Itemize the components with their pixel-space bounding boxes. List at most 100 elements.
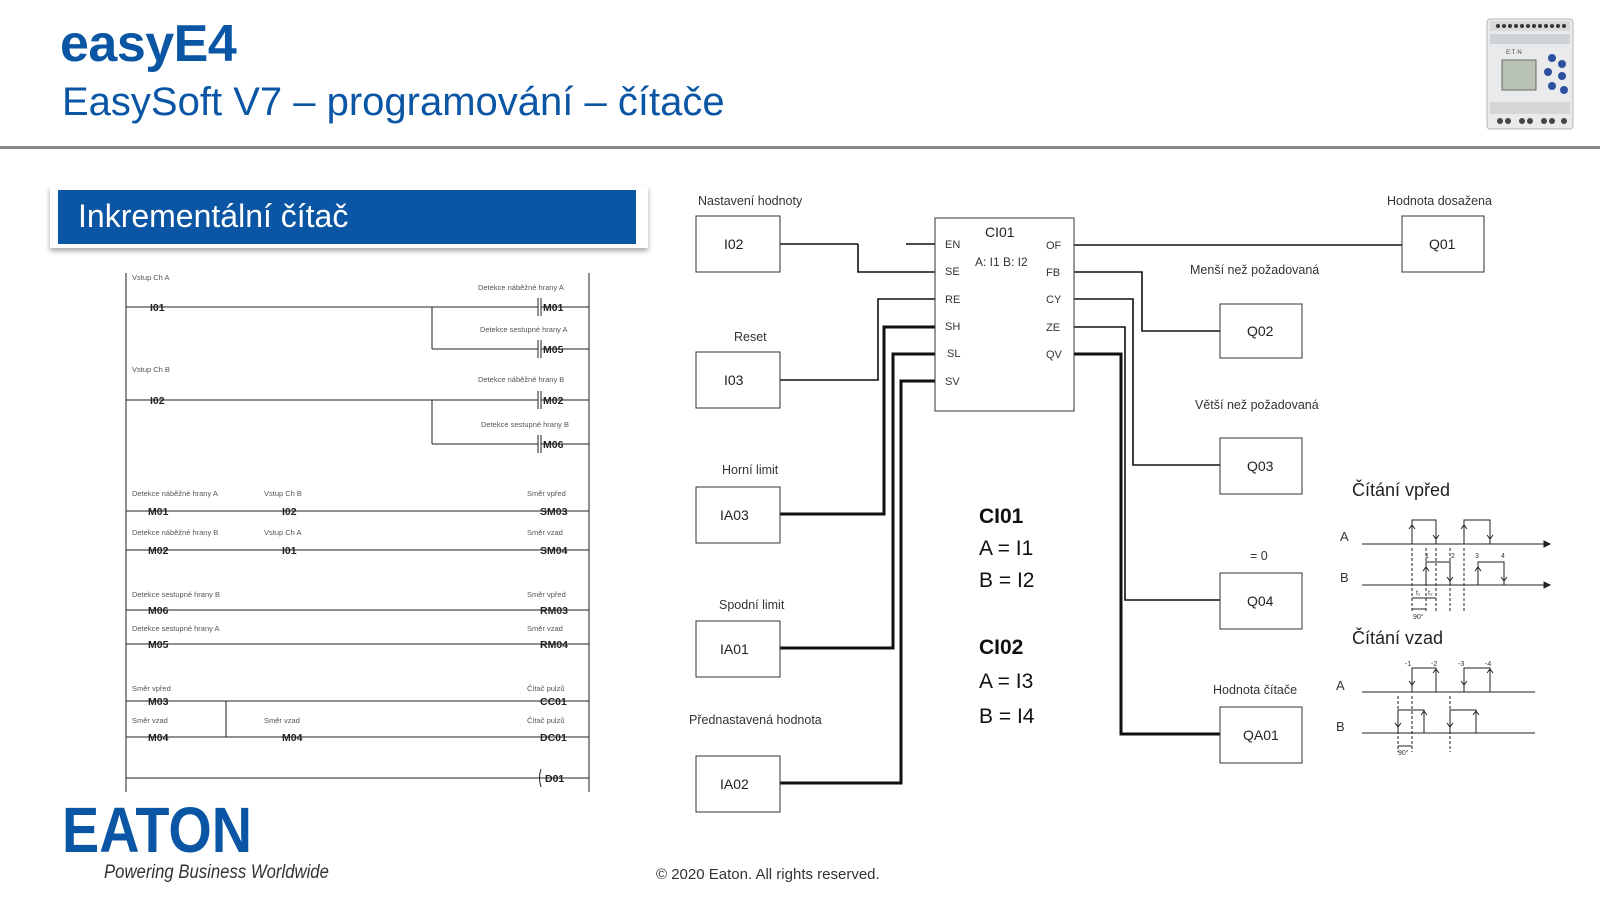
pin-sl: SL [947,348,960,360]
series6-c1-label: Směr vzad [132,716,168,725]
rung2-label: Vstup Ch B [132,365,170,374]
block-params: A: I1 B: I2 [975,255,1028,269]
section-header-bar: Inkrementální čítač [58,190,636,244]
ladder-labels: Vstup Ch A Detekce náběžné hrany A Detek… [132,273,569,725]
bwd-mark-1: -1 [1405,661,1411,668]
output-box-q01: Q01 [1429,236,1456,252]
series2-c2: I01 [282,545,297,557]
timing-labels: A B A B [1336,529,1349,734]
header-divider [0,146,1600,149]
timing-marks: 1 2 3 4 t₁ t₂ 90° -1 -2 -3 -4 90° [1398,553,1505,757]
series4-c1-label: Detekce sestupné hrany A [132,624,220,633]
series2-c2-label: Vstup Ch A [264,528,302,537]
fbd-wires [780,243,1402,785]
input-label-spodni-limit: Spodní limit [719,598,785,612]
series2-c1: M02 [148,545,169,557]
series1-out-label: Směr vpřed [527,489,566,498]
input-box-ia03: IA03 [720,507,749,523]
fwd-t1: t₁ [1416,590,1421,597]
input-box-i02: I02 [724,236,744,252]
rung2-out2: M06 [543,439,564,451]
series2-c1-label: Detekce náběžné hrany B [132,528,218,537]
bwd-mark-3: -3 [1458,661,1464,668]
input-box-i03: I03 [724,372,744,388]
series1-c1: M01 [148,506,169,518]
series1-c2: I02 [282,506,297,518]
fwd-mark-1: 1 [1425,553,1429,560]
ci02-b: B = I4 [979,705,1035,728]
page-title: easyE4 [60,15,237,73]
series3-out: RM03 [540,605,568,617]
output-label-mensi: Menší než požadovaná [1190,263,1319,277]
rung1-label: Vstup Ch A [132,273,170,282]
output-box-q03: Q03 [1247,458,1274,474]
eaton-logo: EATON [62,800,252,856]
input-label-nastaveni: Nastavení hodnoty [698,194,803,208]
rung1-branch2-label: Detekce sestupné hrany A [480,325,568,334]
ci01-b: B = I2 [979,569,1035,592]
input-label-prednastavena: Přednastavená hodnota [689,713,822,727]
pin-fb: FB [1046,267,1060,279]
rung2-input: I02 [150,395,165,407]
fwd-ch-b: B [1340,570,1349,585]
fbd-function-block: CI01 A: I1 B: I2 EN SE RE SH SL SV OF FB… [934,217,1075,412]
forward-count-title: Čítání vpřed [1352,480,1451,500]
bwd-phase: 90° [1398,749,1409,757]
output-box-q02: Q02 [1247,323,1274,339]
last-out: D01 [545,773,564,785]
rung1-out2: M05 [543,344,564,356]
series2-out: SM04 [540,545,568,557]
pin-sh: SH [945,321,960,333]
ci02-a: A = I3 [979,670,1034,693]
timing-backward [1362,667,1535,752]
fbd-box-labels: I02 I03 IA03 IA01 IA02 Q01 Q02 Q03 Q04 Q… [720,236,1456,792]
series5-c1: M03 [148,696,169,708]
output-box-q04: Q04 [1247,593,1274,609]
series5-c1-label: Směr vpřed [132,684,171,693]
ci01-a: A = I1 [979,537,1034,560]
easy-e4-device-icon: E:T·N [1486,18,1574,130]
bwd-mark-2: -2 [1431,661,1437,668]
rung1-input: I01 [150,302,165,314]
pin-qv: QV [1046,349,1063,361]
eaton-logo-text: EATON [62,800,252,856]
backward-count-title: Čítání vzad [1352,628,1444,648]
copyright: © 2020 Eaton. All rights reserved. [656,866,880,883]
output-box-qa01: QA01 [1243,727,1279,743]
series1-out: SM03 [540,506,568,518]
series6-out-label: Čítač pulzů [527,716,565,725]
series5-out-label: Čítač pulzů [527,684,565,693]
series6-out: DC01 [540,732,567,744]
input-label-horni-limit: Horní limit [722,463,779,477]
series3-out-label: Směr vpřed [527,590,566,599]
bwd-ch-b: B [1336,719,1345,734]
rung1-out1: M01 [543,302,564,314]
rung2-branch2-label: Detekce sestupné hrany B [481,420,569,429]
pin-of: OF [1046,240,1062,252]
section-title: Inkrementální čítač [78,198,349,234]
pin-se: SE [945,266,960,278]
ci01-title: CI01 [979,505,1024,528]
series3-c1-label: Detekce sestupné hrany B [132,590,220,599]
fwd-mark-3: 3 [1475,553,1479,560]
fwd-mark-4: 4 [1501,553,1505,560]
series4-out-label: Směr vzad [527,624,563,633]
series6-c2-label: Směr vzad [264,716,300,725]
input-box-ia02: IA02 [720,776,749,792]
ladder-diagram [125,273,590,792]
series2-out-label: Směr vzad [527,528,563,537]
series4-out: RM04 [540,639,568,651]
page-subtitle: EasySoft V7 – programování – čítače [62,80,725,124]
pin-re: RE [945,294,960,306]
fwd-phase: 90° [1413,613,1424,621]
series1-c2-label: Vstup Ch B [264,489,302,498]
series5-out: CC01 [540,696,567,708]
fwd-ch-a: A [1340,529,1349,544]
bwd-mark-4: -4 [1485,661,1491,668]
fbd-captions: Nastavení hodnoty Reset Horní limit Spod… [689,194,1492,727]
output-label-vetsi: Větší než požadovaná [1195,398,1319,412]
pin-cy: CY [1046,294,1062,306]
series6-c2: M04 [282,732,303,744]
pin-ze: ZE [1046,322,1060,334]
